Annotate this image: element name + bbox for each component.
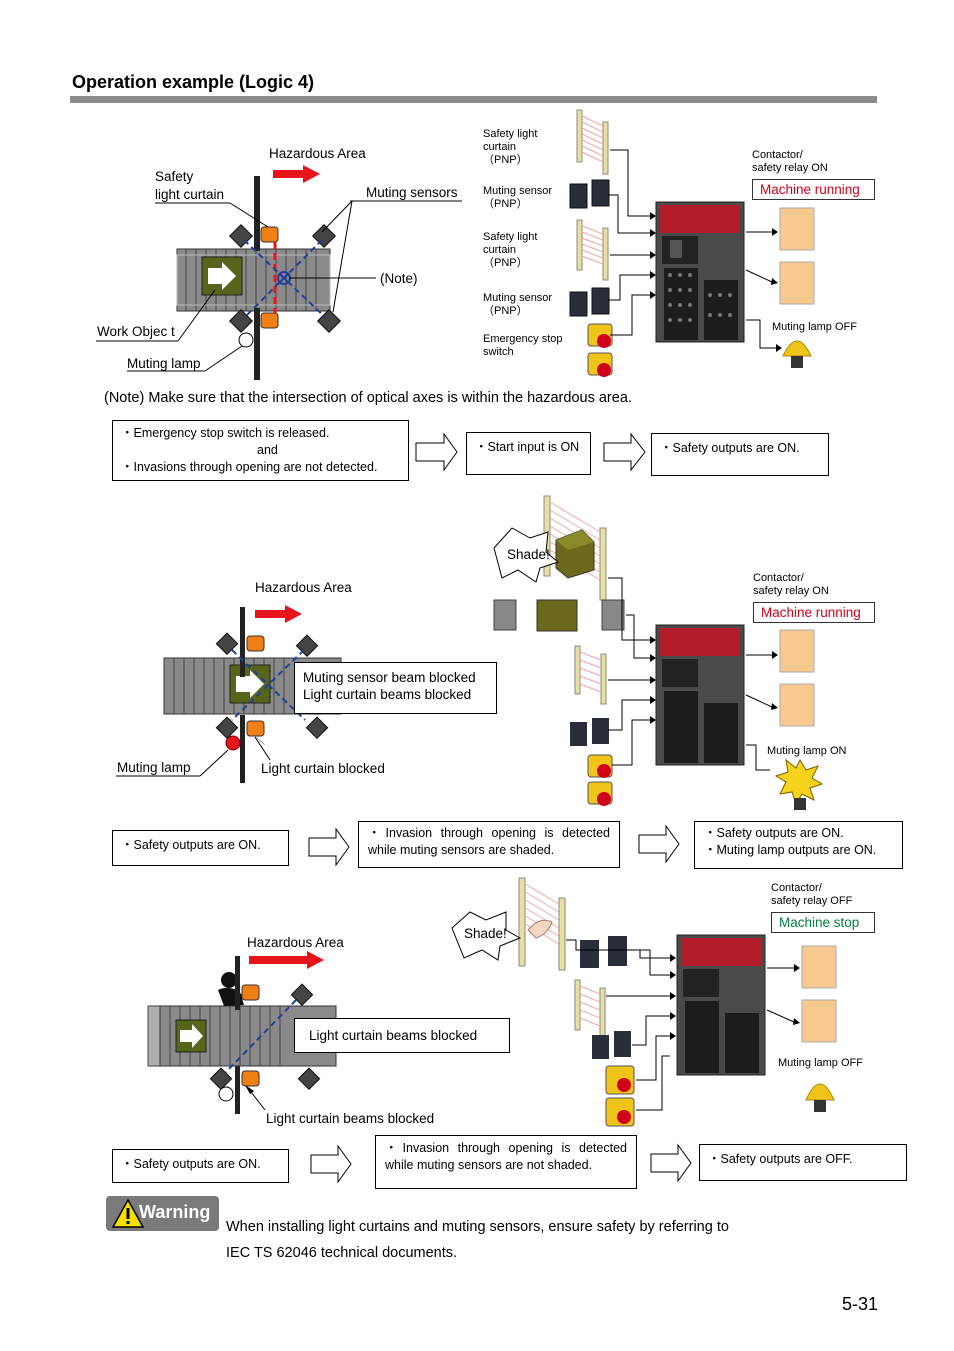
flow3-box1: ・Safety outputs are ON. <box>112 1149 289 1183</box>
warning-badge-label: Warning <box>139 1202 211 1222</box>
hazard-arrow-3 <box>249 951 324 969</box>
machine-state-1: Machine running <box>752 179 875 200</box>
lamp-state-2: Muting lamp ON <box>767 745 847 757</box>
flow2-box3: ・Safety outputs are ON. ・Muting lamp out… <box>694 821 903 869</box>
flow1-box2: ・Start input is ON <box>466 432 591 475</box>
page-number: 5-31 <box>842 1294 879 1314</box>
hazardous-area-label-3: Hazardous Area <box>247 935 344 950</box>
light-curtain-receiver-1 <box>260 312 279 329</box>
flow1-arrow-b <box>603 432 646 472</box>
contactor-label-3: Contactor/safety relay OFF <box>771 882 853 907</box>
lamp-state-1: Muting lamp OFF <box>772 321 857 333</box>
hazard-arrow-2 <box>255 605 302 623</box>
safety-light-curtain-label-a: Safety <box>155 169 194 184</box>
light-curtain-pole-top-2 <box>240 607 245 677</box>
muting-sensor-1b <box>311 223 337 249</box>
muting-sensor-3c <box>297 1067 321 1091</box>
section-title: Operation example (Logic 4) <box>72 72 315 92</box>
hazardous-area-label-1: Hazardous Area <box>269 146 366 161</box>
muting-sensor-2d <box>305 716 329 740</box>
muting-lamp-label-1: Muting lamp <box>127 356 201 371</box>
wiring-diagram-3 <box>451 877 837 1127</box>
light-curtain-pole-top-3 <box>235 956 240 1010</box>
flow2-box1: ・Safety outputs are ON. <box>112 830 289 866</box>
muting-lamp-label-2: Muting lamp <box>117 760 191 775</box>
flow3-arrow-b <box>650 1143 692 1183</box>
wiring-diagram-2 <box>493 495 824 810</box>
hazard-arrow-1 <box>273 165 320 183</box>
wiring-diagram-1 <box>569 109 815 377</box>
flow1-box3: ・Safety outputs are ON. <box>651 433 829 476</box>
warning-badge: Warning <box>106 1196 219 1231</box>
title-underline-bar <box>70 96 877 103</box>
work-object-3 <box>175 1019 207 1053</box>
light-curtain-pole-bottom-2 <box>240 715 245 783</box>
callout-2: Muting sensor beam blocked Light curtain… <box>294 662 497 714</box>
warning-text-line1: When installing light curtains and mutin… <box>226 1219 729 1235</box>
shade-label-2: Shade! <box>507 547 550 562</box>
work-object-label: Work Objec t <box>97 324 175 339</box>
flow3-box3: ・Safety outputs are OFF. <box>699 1144 907 1181</box>
muting-sensor-1c <box>228 308 254 334</box>
light-curtain-emitter-1 <box>260 226 279 243</box>
lamp-state-3: Muting lamp OFF <box>778 1057 863 1069</box>
muting-sensor-2a <box>215 632 239 656</box>
muting-sensor-1d <box>316 308 342 334</box>
flow2-box2: ・Invasion through opening is detected wh… <box>358 821 620 868</box>
muting-lamp-1 <box>238 332 254 348</box>
work-object-2 <box>229 664 271 704</box>
machine-state-3: Machine stop <box>771 912 875 933</box>
machine-state-2: Machine running <box>753 602 875 623</box>
safety-light-curtain-label-b: light curtain <box>155 187 225 202</box>
light-curtain-pole-bottom-1 <box>254 308 260 380</box>
warning-text-line2: IEC TS 62046 technical documents. <box>226 1245 458 1261</box>
callout-3: Light curtain beams blocked <box>294 1018 510 1053</box>
flow1-arrow-a <box>415 432 458 472</box>
muting-lamp-2-on <box>225 735 241 751</box>
muting-sensor-3b <box>290 983 314 1007</box>
muting-lamp-3 <box>218 1086 234 1102</box>
lc-blocked-label-2: Light curtain blocked <box>261 761 385 776</box>
muting-sensor-3a <box>209 1067 233 1091</box>
muting-sensor-2c <box>215 716 239 740</box>
shade-label-3: Shade! <box>464 926 507 941</box>
wiring-ms2-label: Muting sensor（PNP） <box>483 292 553 317</box>
contactor-label-2: Contactor/safety relay ON <box>753 572 829 597</box>
contactor-label-1: Contactor/safety relay ON <box>752 149 828 174</box>
note-text: (Note) Make sure that the intersection o… <box>104 390 632 406</box>
flow2-arrow-b <box>638 824 680 864</box>
flow2-arrow-a <box>308 827 350 867</box>
flow3-box2: ・Invasion through opening is detected wh… <box>375 1135 637 1189</box>
light-curtain-pole-bottom-3 <box>235 1066 240 1114</box>
hazardous-area-label-2: Hazardous Area <box>255 580 352 595</box>
muting-sensors-label: Muting sensors <box>366 185 458 200</box>
lc-blocked-label-3: Light curtain beams blocked <box>266 1111 435 1126</box>
flow1-box1: ・Emergency stop switch is released. and … <box>112 420 409 481</box>
wiring-ms1-label: Muting sensor（PNP） <box>483 185 553 210</box>
work-object-1 <box>201 256 243 296</box>
flow3-arrow-a <box>310 1144 352 1184</box>
note-label: (Note) <box>380 271 418 286</box>
light-curtain-pole-top-1 <box>254 176 260 251</box>
